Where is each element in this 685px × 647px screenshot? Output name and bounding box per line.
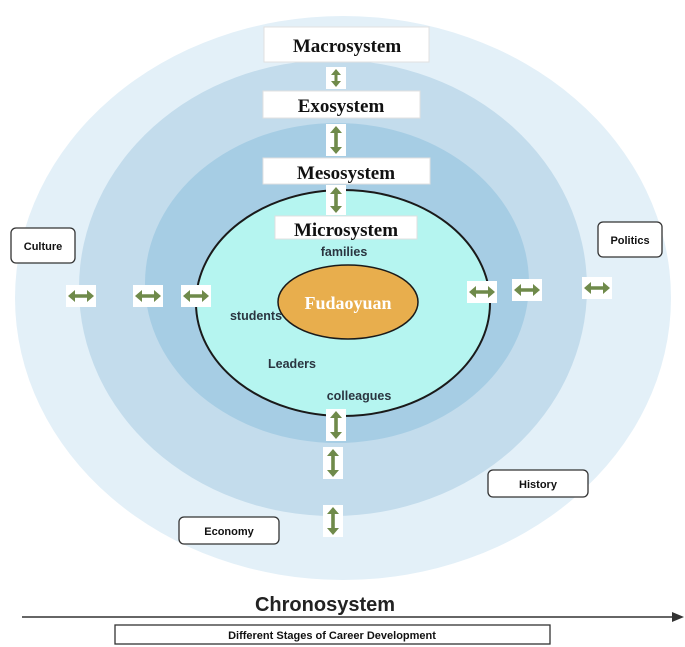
- culture-label: Culture: [24, 241, 63, 253]
- culture-box: [10, 227, 76, 264]
- macrosystem-box: [263, 26, 430, 63]
- history-label: History: [519, 479, 558, 491]
- double-arrow-horizontal-icon: [582, 277, 612, 299]
- double-arrow-vertical-icon: [326, 124, 346, 156]
- double-arrow-vertical-icon: [326, 409, 346, 441]
- mesosystem-label: Mesosystem: [297, 163, 395, 184]
- exosystem-label: Exosystem: [298, 96, 385, 117]
- economy-box: [178, 516, 280, 545]
- exosystem-box: [262, 90, 421, 119]
- career-stages-box: [114, 624, 551, 645]
- double-arrow-vertical-icon: [323, 505, 343, 537]
- mesosystem-box: [262, 157, 431, 185]
- macrosystem-label: Macrosystem: [293, 36, 402, 57]
- economy-label: Economy: [204, 526, 254, 538]
- career-stages-caption: Different Stages of Career Development: [228, 630, 436, 642]
- double-arrow-horizontal-icon: [133, 285, 163, 307]
- history-box: [487, 469, 589, 498]
- students-label: students: [230, 309, 282, 323]
- leaders-label: Leaders: [268, 357, 316, 371]
- double-arrow-horizontal-icon: [181, 285, 211, 307]
- microsystem-box: [274, 215, 418, 240]
- microsystem-label: Microsystem: [294, 220, 398, 241]
- politics-box: [597, 221, 663, 258]
- double-arrow-horizontal-icon: [467, 281, 497, 303]
- center-node: [277, 264, 419, 340]
- colleagues-label: colleagues: [327, 389, 392, 403]
- double-arrow-horizontal-icon: [66, 285, 96, 307]
- double-arrow-vertical-icon: [323, 447, 343, 479]
- double-arrow-horizontal-icon: [512, 279, 542, 301]
- double-arrow-vertical-icon: [326, 67, 346, 89]
- double-arrow-vertical-icon: [326, 185, 346, 215]
- families-label: families: [321, 245, 368, 259]
- timeline-arrowhead-icon: [672, 612, 684, 622]
- chronosystem-title: Chronosystem: [255, 594, 395, 616]
- politics-label: Politics: [610, 235, 649, 247]
- center-label: Fudaoyuan: [304, 293, 391, 313]
